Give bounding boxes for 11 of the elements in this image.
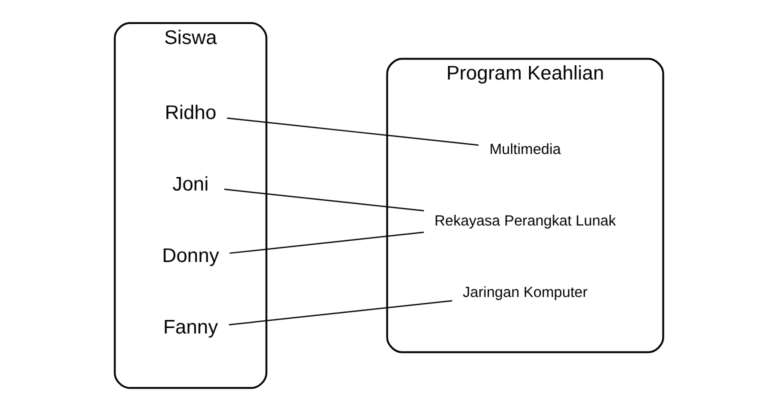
connector [228,300,452,326]
node-text: Jaringan Komputer [462,284,588,301]
node-text: Donny [162,244,219,267]
node-text: Ridho [164,102,216,124]
node-text: Multimedia [488,142,560,158]
connector [224,188,424,212]
node-text: Joni [172,173,208,196]
node-text: Rekayasa Perangkat Lunak [434,213,616,230]
node-text: Fanny [162,316,218,338]
connector [226,117,478,146]
connector [229,232,424,254]
